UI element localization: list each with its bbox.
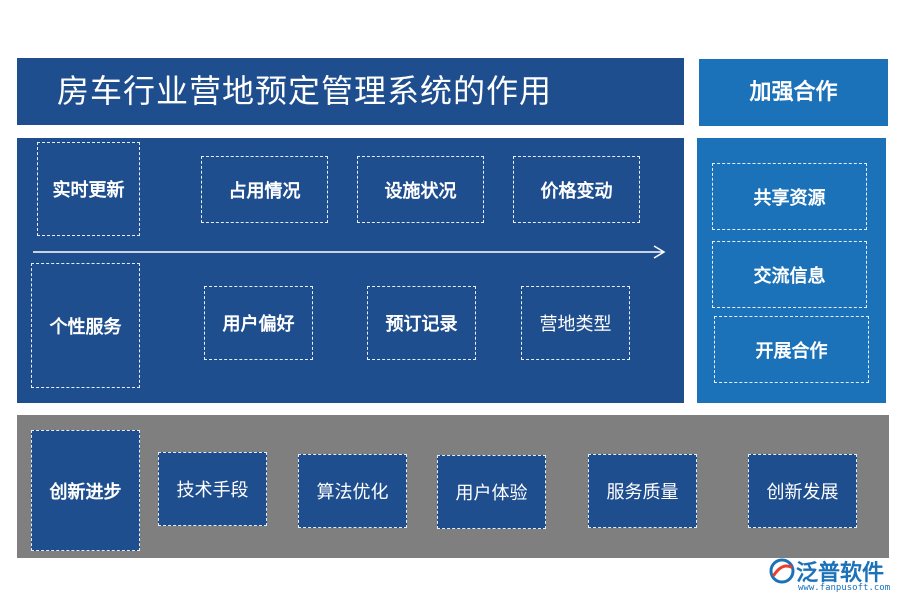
flow-arrow [33,245,666,259]
cooperation-header-label: 加强合作 [749,80,838,105]
realtime-item-occupancy: 占用情况 [201,156,328,223]
personal-item-booking-history: 预订记录 [367,286,476,360]
brand-name: 泛普软件 [796,561,885,586]
cooperation-item-cooperate: 开展合作 [714,316,869,383]
innovation-item-tech: 技术手段 [158,452,267,526]
personal-item-preference: 用户偏好 [204,286,313,360]
innovation-panel: 创新进步 技术手段 算法优化 用户体验 服务质量 创新发展 [17,415,889,558]
cooperation-item-share-resources: 共享资源 [712,163,867,230]
innovation-item-service-quality: 服务质量 [588,454,697,528]
brand-url: www.fanpusoft.com [798,583,891,593]
cooperation-panel: 共享资源 交流信息 开展合作 [697,138,886,403]
title-bar: 房车行业营地预定管理系统的作用 [17,58,684,125]
realtime-item-facilities: 设施状况 [357,156,484,223]
personal-service-label: 个性服务 [31,263,140,388]
innovation-item-algorithm: 算法优化 [298,454,407,528]
cooperation-item-exchange-info: 交流信息 [712,241,867,308]
realtime-update-label: 实时更新 [37,142,140,236]
innovation-item-ux: 用户体验 [437,455,546,529]
brand-logo: 泛普软件 www.fanpusoft.com [768,555,893,597]
personal-item-camp-type: 营地类型 [521,286,630,360]
realtime-item-price: 价格变动 [513,156,640,223]
cooperation-header: 加强合作 [699,59,888,126]
diagram-title: 房车行业营地预定管理系统的作用 [57,72,553,110]
innovation-item-development: 创新发展 [748,454,857,528]
main-panel: 实时更新 占用情况 设施状况 价格变动 个性服务 用户偏好 预订记录 营地类型 [17,138,684,403]
innovation-label: 创新进步 [31,430,140,551]
brand-logo-icon [769,558,795,584]
